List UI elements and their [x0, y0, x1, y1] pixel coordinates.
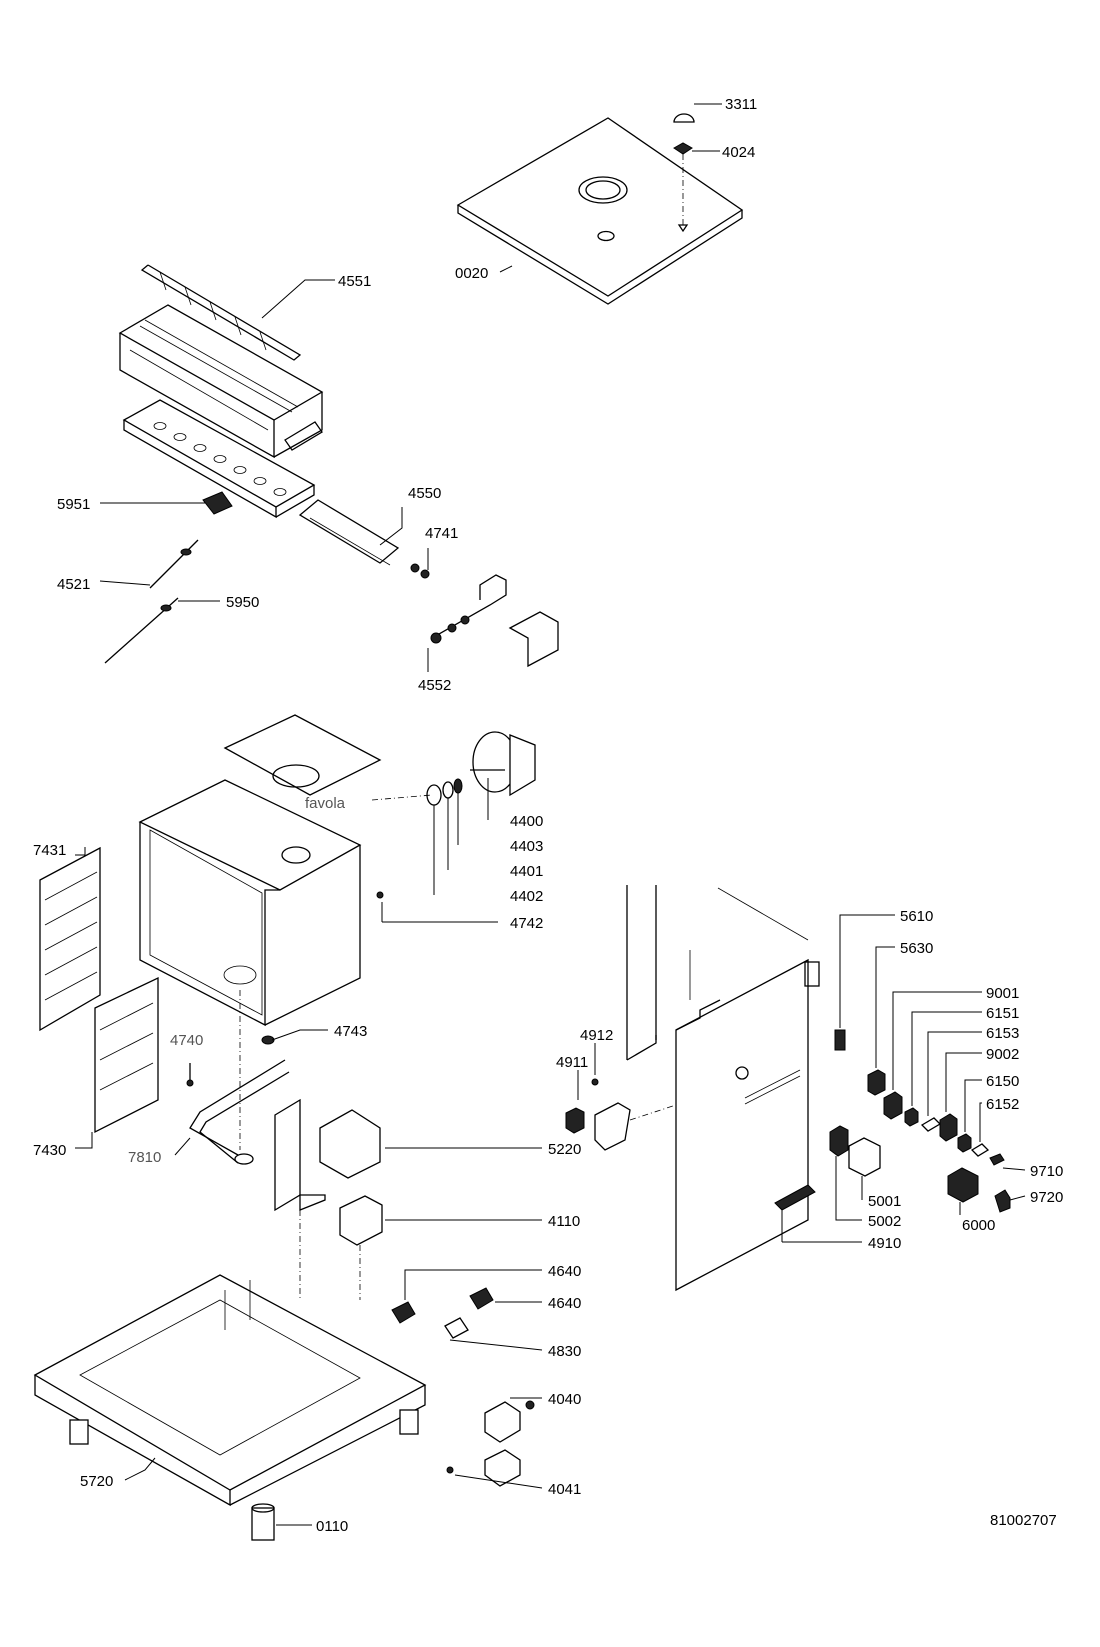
part-label-5610: 5610: [900, 908, 933, 925]
part-label-6000: 6000: [962, 1217, 995, 1234]
block-4110: [339, 1195, 542, 1246]
part-label-4640-b: 4640: [548, 1295, 581, 1312]
part-label-4024: 4024: [722, 144, 755, 161]
mounting-plate: [274, 1098, 326, 1212]
part-label-4400: 4400: [510, 813, 543, 830]
part-label-4911: 4911: [556, 1054, 588, 1071]
part-label-7431: 7431: [33, 842, 66, 859]
part-label-4830: 4830: [548, 1343, 581, 1360]
part-label-7810: 7810: [128, 1149, 161, 1166]
valve-4552: [427, 574, 507, 672]
electrode-4521: [99, 539, 199, 589]
part-label-4521: 4521: [57, 576, 90, 593]
burner-tray: [122, 399, 316, 519]
part-label-6150: 6150: [986, 1073, 1019, 1090]
valve-4640-a: [391, 1269, 542, 1324]
part-label-5001: 5001: [868, 1193, 901, 1210]
part-label-5950: 5950: [226, 594, 259, 611]
part-label-5720: 5720: [80, 1473, 113, 1490]
part-label-4552: 4552: [418, 677, 451, 694]
top-cover-panel: [456, 117, 744, 305]
base-frame-5720: [33, 1274, 427, 1507]
part-label-9720: 9720: [1030, 1189, 1063, 1206]
part-label-4910: 4910: [868, 1235, 901, 1252]
screw-4740: [186, 1063, 194, 1087]
part-label-4640-a: 4640: [548, 1263, 581, 1280]
fitting-4830: [444, 1317, 543, 1351]
part-label-4912: 4912: [580, 1027, 613, 1044]
part-label-9710: 9710: [1030, 1163, 1063, 1180]
part-label-5630: 5630: [900, 940, 933, 957]
part-label-0020: 0020: [455, 265, 488, 282]
foot-0110: [251, 1503, 312, 1541]
washer-4402: [426, 784, 442, 895]
part-label-9002: 9002: [986, 1046, 1019, 1063]
part-label-4401: 4401: [510, 863, 543, 880]
contactor-6000: [947, 1167, 979, 1215]
component-9002: [939, 1052, 982, 1142]
cap-3311: [673, 103, 722, 123]
part-label-5002: 5002: [868, 1213, 901, 1230]
bracket-4041: [446, 1449, 543, 1489]
component-9001: [883, 991, 982, 1120]
nozzle-4741: [410, 548, 430, 579]
burner-rail-4551: [140, 264, 335, 361]
fan-motor-4400: [470, 731, 536, 820]
component-6150: [957, 1079, 982, 1153]
fastener-4742: [376, 891, 498, 923]
part-label-4110: 4110: [548, 1213, 580, 1230]
control-panel: [626, 885, 820, 1292]
seal-4743: [261, 1029, 328, 1045]
drain-pipe-7810: [174, 1059, 290, 1165]
component-5630: [867, 946, 895, 1096]
valve-4640-b: [469, 1287, 542, 1310]
part-label-9001: 9001: [986, 985, 1019, 1002]
component-9720: [994, 1189, 1026, 1213]
part-label-4041: 4041: [548, 1481, 581, 1498]
plate-5220: [319, 1109, 542, 1179]
part-label-4403: 4403: [510, 838, 543, 855]
part-label-4742: 4742: [510, 915, 543, 932]
part-label-0110: 0110: [316, 1518, 348, 1535]
rack-7431: [39, 846, 101, 1032]
watermark: favola: [305, 795, 346, 812]
terminal-block-4910: [774, 1184, 862, 1243]
component-6152: [970, 1102, 990, 1157]
burner-tube-4550: [298, 499, 403, 566]
pump-4040: [484, 1397, 542, 1443]
part-label-6152: 6152: [986, 1096, 1019, 1113]
part-label-5220: 5220: [548, 1141, 581, 1158]
part-label-4402: 4402: [510, 888, 543, 905]
relay-5001: [848, 1137, 881, 1200]
component-6151: [904, 1011, 982, 1127]
mount-bracket: [508, 611, 559, 668]
part-label-6151: 6151: [986, 1005, 1019, 1022]
component-5610: [834, 914, 895, 1051]
part-label-4040: 4040: [548, 1391, 581, 1408]
burner-box: [118, 304, 324, 459]
part-label-3311: 3311: [725, 96, 757, 113]
part-label-4743: 4743: [334, 1023, 367, 1040]
part-label-7430: 7430: [33, 1142, 66, 1159]
part-label-4550: 4550: [408, 485, 441, 502]
drawing-number: 81002707: [990, 1512, 1057, 1529]
component-4912: [591, 1043, 599, 1086]
component-9710: [989, 1153, 1026, 1171]
oven-cavity: [138, 714, 433, 1027]
part-label-4740: 4740: [170, 1032, 203, 1049]
switch-4911: [565, 1070, 631, 1151]
bracket-5951: [100, 491, 233, 515]
washer-4403: [453, 778, 463, 845]
part-label-6153: 6153: [986, 1025, 1019, 1042]
rack-7430: [75, 976, 159, 1149]
part-label-4551: 4551: [338, 273, 371, 290]
holder-5002: [829, 1125, 862, 1221]
part-label-5951: 5951: [57, 496, 90, 513]
clip-4024: [673, 142, 720, 233]
electrode-5950: [104, 597, 220, 664]
feet-other: [69, 1409, 419, 1445]
part-label-4741: 4741: [425, 525, 458, 542]
washer-4401: [442, 781, 454, 870]
